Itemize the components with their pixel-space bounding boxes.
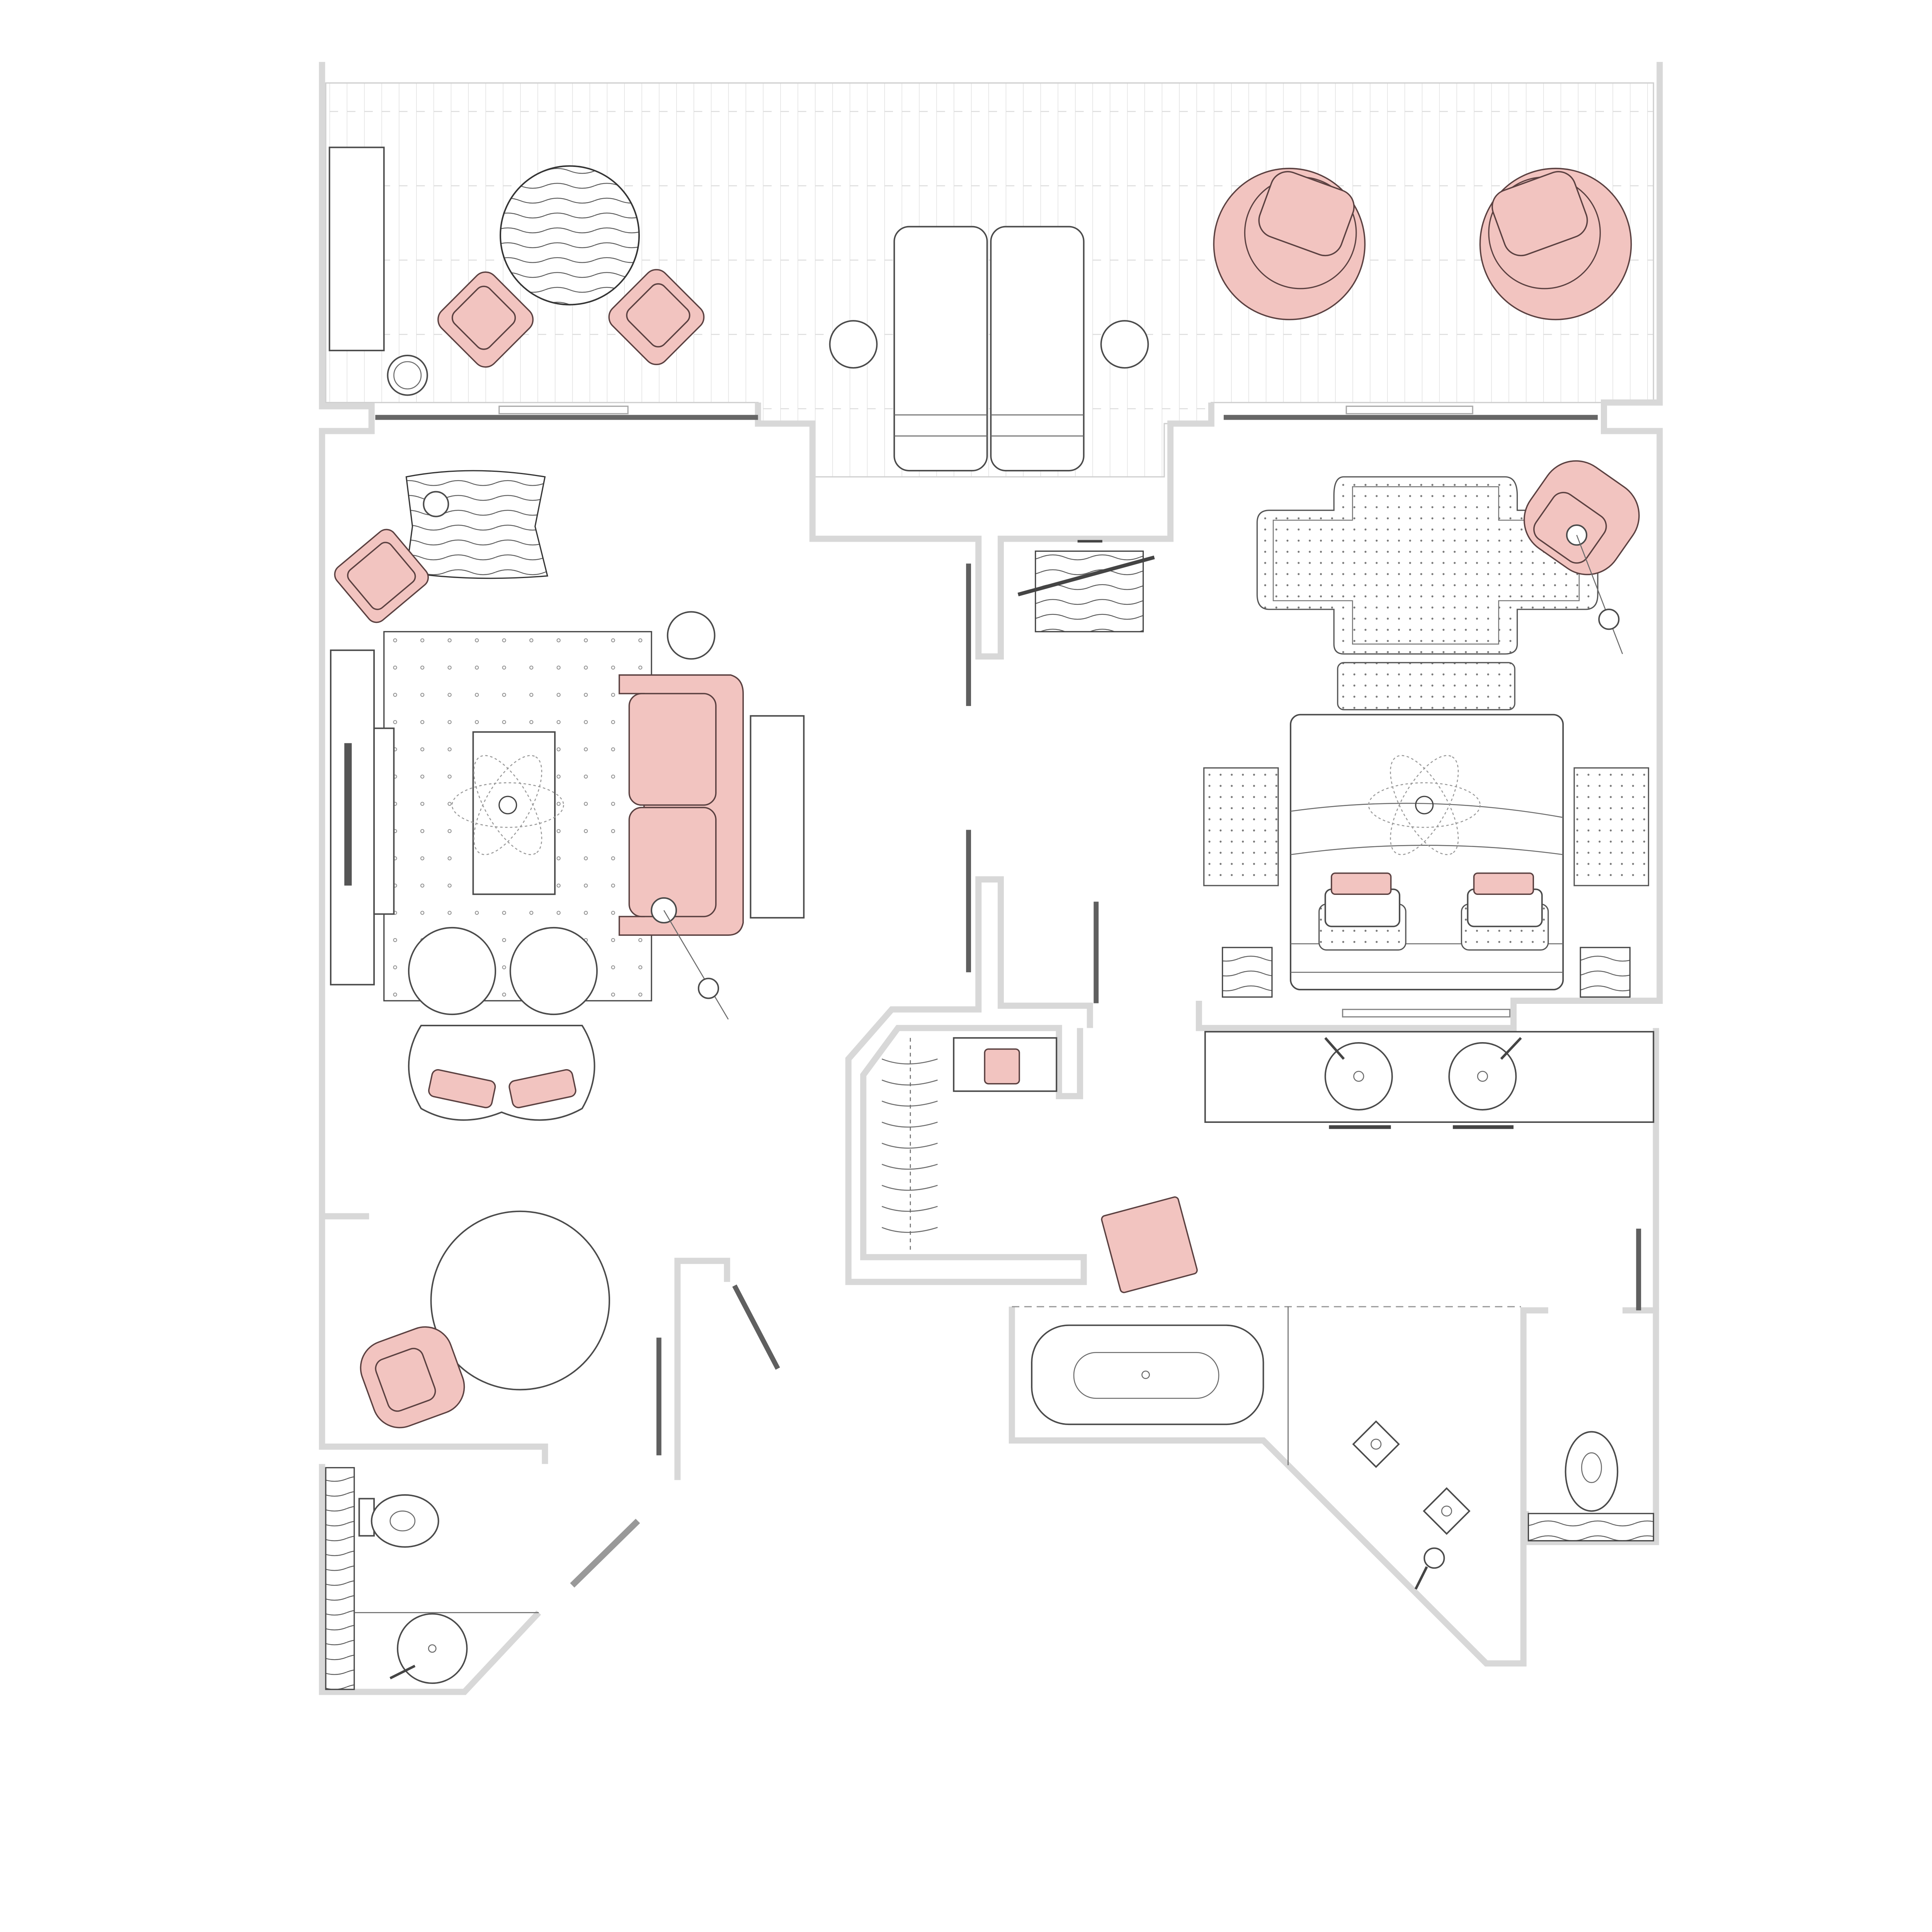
shirt-icon [984,1048,1020,1085]
wc-basin [397,1613,468,1684]
lamp [423,491,449,517]
terrace-wood-table [500,165,640,306]
pillow-left [1318,872,1406,951]
sun-lounger-right [990,226,1085,471]
coffee-table [472,731,556,895]
floor-lamp [651,897,677,923]
bathroom-chair [1101,1196,1198,1293]
toilet-wood-shelf [1527,1513,1654,1542]
shower-head-icon [1414,1547,1445,1590]
lounger-side-table-left [829,320,878,369]
bedside-rug-left [1203,767,1279,886]
vanity [1204,1031,1655,1123]
round-lounge-chair-right [1479,168,1632,320]
pillow-right [1461,872,1549,951]
pouf-right [509,927,598,1015]
doors [570,563,1641,1588]
floor-plan [319,62,1663,1695]
terrace-side-table-inner [393,361,422,389]
dining-table [430,1210,610,1391]
shower-drain-icon [1352,1420,1471,1535]
sofa [618,674,744,936]
guest-wc [325,1467,539,1690]
terrace-armchair-right [608,269,705,366]
round-lounge-chair-left [1213,168,1366,320]
basin-right [1448,1042,1517,1111]
toilet [358,1494,439,1548]
sun-lounger-left [893,226,988,471]
terrace-armchair-left [437,271,534,368]
daybed [408,1025,595,1121]
wc-tap [389,1665,416,1680]
tv [344,743,352,886]
terrace [325,82,1654,478]
pouf-left [408,927,497,1015]
wardrobe [881,1037,1058,1253]
lounger-side-table-right [1100,320,1149,369]
master-bathroom [1012,1031,1655,1590]
bedside-rug-right [1573,767,1649,886]
bench [1337,662,1515,711]
floor-lamp-base [697,978,719,999]
wood-desk [1017,540,1155,633]
living-room [330,470,805,1429]
living-armchair-corner [334,529,429,623]
dining-chair [360,1326,465,1429]
tv-console-front [373,727,395,915]
toilet [1565,1431,1619,1512]
wood-coffee-table-small [405,470,548,579]
console-table [750,715,805,919]
basin-left [1324,1042,1393,1111]
nightstand-right [1580,947,1631,998]
walls [319,62,1663,1695]
tv-console [330,649,375,986]
nightstand-left [1222,947,1273,998]
terrace-bench [328,146,385,352]
bathtub [1031,1324,1264,1425]
side-table [667,611,716,660]
wc-wood-counter [325,1467,355,1690]
floor-lamp-arm [663,910,729,1020]
bedroom [1203,460,1649,1018]
